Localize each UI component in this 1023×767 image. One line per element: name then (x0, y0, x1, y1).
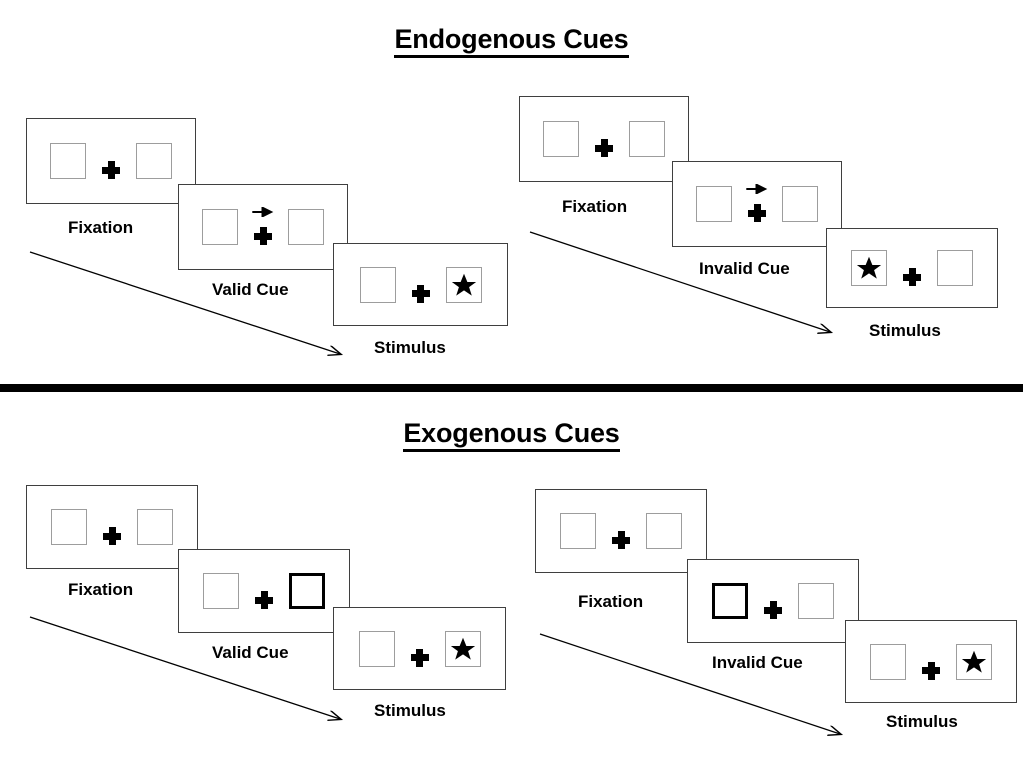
fixation-cross-wrap (764, 583, 782, 619)
section-title-endogenous: Endogenous Cues (0, 24, 1023, 58)
panel-endogenous-invalid-fixation[interactable] (519, 96, 689, 182)
panel-inner (543, 121, 665, 157)
caption-exogenous-invalid-cue: Invalid Cue (712, 653, 803, 672)
box-right (782, 186, 818, 222)
fixation-cross-wrap (612, 513, 630, 549)
fixation-cross-wrap (410, 631, 429, 667)
fixation-cross-icon (102, 161, 120, 179)
caption-exogenous-invalid-fixation: Fixation (578, 592, 644, 611)
box-left (851, 250, 887, 286)
fixation-cross-icon (612, 531, 630, 549)
panel-inner (560, 513, 682, 549)
box-right-cued (289, 573, 325, 609)
panel-endogenous-invalid-cue[interactable] (672, 161, 842, 247)
caption-endogenous-valid-cue: Valid Cue (212, 280, 289, 299)
panel-inner (696, 184, 818, 222)
fixation-cross-wrap (903, 250, 921, 286)
fixation-cross-icon (764, 601, 782, 619)
box-right (937, 250, 973, 286)
box-right (445, 266, 482, 303)
panel-exogenous-invalid-fixation[interactable] (535, 489, 707, 573)
caption-endogenous-invalid-fixation: Fixation (562, 197, 628, 216)
fixation-cross-wrap (411, 267, 430, 303)
panel-inner (359, 266, 482, 303)
fixation-cross-icon (255, 591, 273, 609)
box-left-cued (712, 583, 748, 619)
panel-endogenous-valid-fixation[interactable] (26, 118, 196, 204)
fixation-cross-icon (254, 227, 272, 245)
panel-exogenous-valid-fixation[interactable] (26, 485, 198, 569)
box-left (203, 573, 239, 609)
fixation-cross-icon (922, 661, 940, 680)
time-arrow-exogenous-invalid (539, 633, 858, 750)
panel-exogenous-invalid-cue[interactable] (687, 559, 859, 643)
panel-inner (51, 509, 173, 545)
panel-inner (50, 143, 172, 179)
fixation-cross-wrap (255, 573, 273, 609)
caption-endogenous-invalid-cue: Invalid Cue (699, 259, 790, 278)
caption-exogenous-valid-cue: Valid Cue (212, 643, 289, 662)
box-right (444, 630, 481, 667)
panel-inner (851, 250, 973, 286)
fixation-cross-wrap (595, 121, 613, 157)
caption-endogenous-valid-stimulus: Stimulus (374, 338, 446, 357)
box-left (560, 513, 596, 549)
panel-endogenous-valid-cue[interactable] (178, 184, 348, 270)
panel-inner (202, 207, 324, 245)
box-left (51, 509, 87, 545)
fixation-cross-wrap (103, 509, 121, 545)
box-left (358, 630, 395, 667)
star-stimulus-icon (451, 272, 477, 298)
box-left (50, 143, 86, 179)
fixation-cross-icon (411, 284, 430, 303)
fixation-cross-icon (748, 204, 766, 222)
caption-exogenous-valid-stimulus: Stimulus (374, 701, 446, 720)
section-title-endogenous-text: Endogenous Cues (394, 24, 629, 58)
box-left (202, 209, 238, 245)
cue-arrow-right-icon (252, 207, 274, 217)
panel-inner (203, 573, 325, 609)
section-divider (0, 384, 1023, 392)
cue-arrow-right-icon (746, 184, 768, 194)
panel-exogenous-invalid-stimulus[interactable] (845, 620, 1017, 703)
box-right (798, 583, 834, 619)
box-right (137, 509, 173, 545)
box-left (543, 121, 579, 157)
panel-endogenous-invalid-stimulus[interactable] (826, 228, 998, 308)
caption-exogenous-invalid-stimulus: Stimulus (886, 712, 958, 731)
caption-endogenous-valid-fixation: Fixation (68, 218, 134, 237)
section-title-exogenous: Exogenous Cues (0, 418, 1023, 452)
panel-inner (712, 583, 834, 619)
fixation-cross-icon (103, 527, 121, 545)
box-right (629, 121, 665, 157)
panel-endogenous-valid-stimulus[interactable] (333, 243, 508, 326)
fixation-cross-icon (903, 268, 921, 286)
box-left (696, 186, 732, 222)
fixation-cross-wrap (922, 644, 940, 680)
caption-endogenous-invalid-stimulus: Stimulus (869, 321, 941, 340)
box-left (359, 266, 396, 303)
fixation-cross-wrap (252, 207, 274, 245)
star-stimulus-icon (961, 649, 987, 675)
panel-inner (870, 643, 992, 680)
section-title-exogenous-text: Exogenous Cues (403, 418, 620, 452)
box-right (136, 143, 172, 179)
panel-inner (358, 630, 481, 667)
box-right (956, 643, 992, 680)
box-right (288, 209, 324, 245)
star-stimulus-icon (856, 255, 882, 281)
caption-exogenous-valid-fixation: Fixation (68, 580, 134, 599)
star-stimulus-icon (450, 636, 476, 662)
box-left (870, 643, 906, 680)
box-right (646, 513, 682, 549)
fixation-cross-icon (595, 139, 613, 157)
fixation-cross-wrap (102, 143, 120, 179)
fixation-cross-icon (410, 648, 429, 667)
fixation-cross-wrap (746, 184, 768, 222)
panel-exogenous-valid-cue[interactable] (178, 549, 350, 633)
panel-exogenous-valid-stimulus[interactable] (333, 607, 506, 690)
